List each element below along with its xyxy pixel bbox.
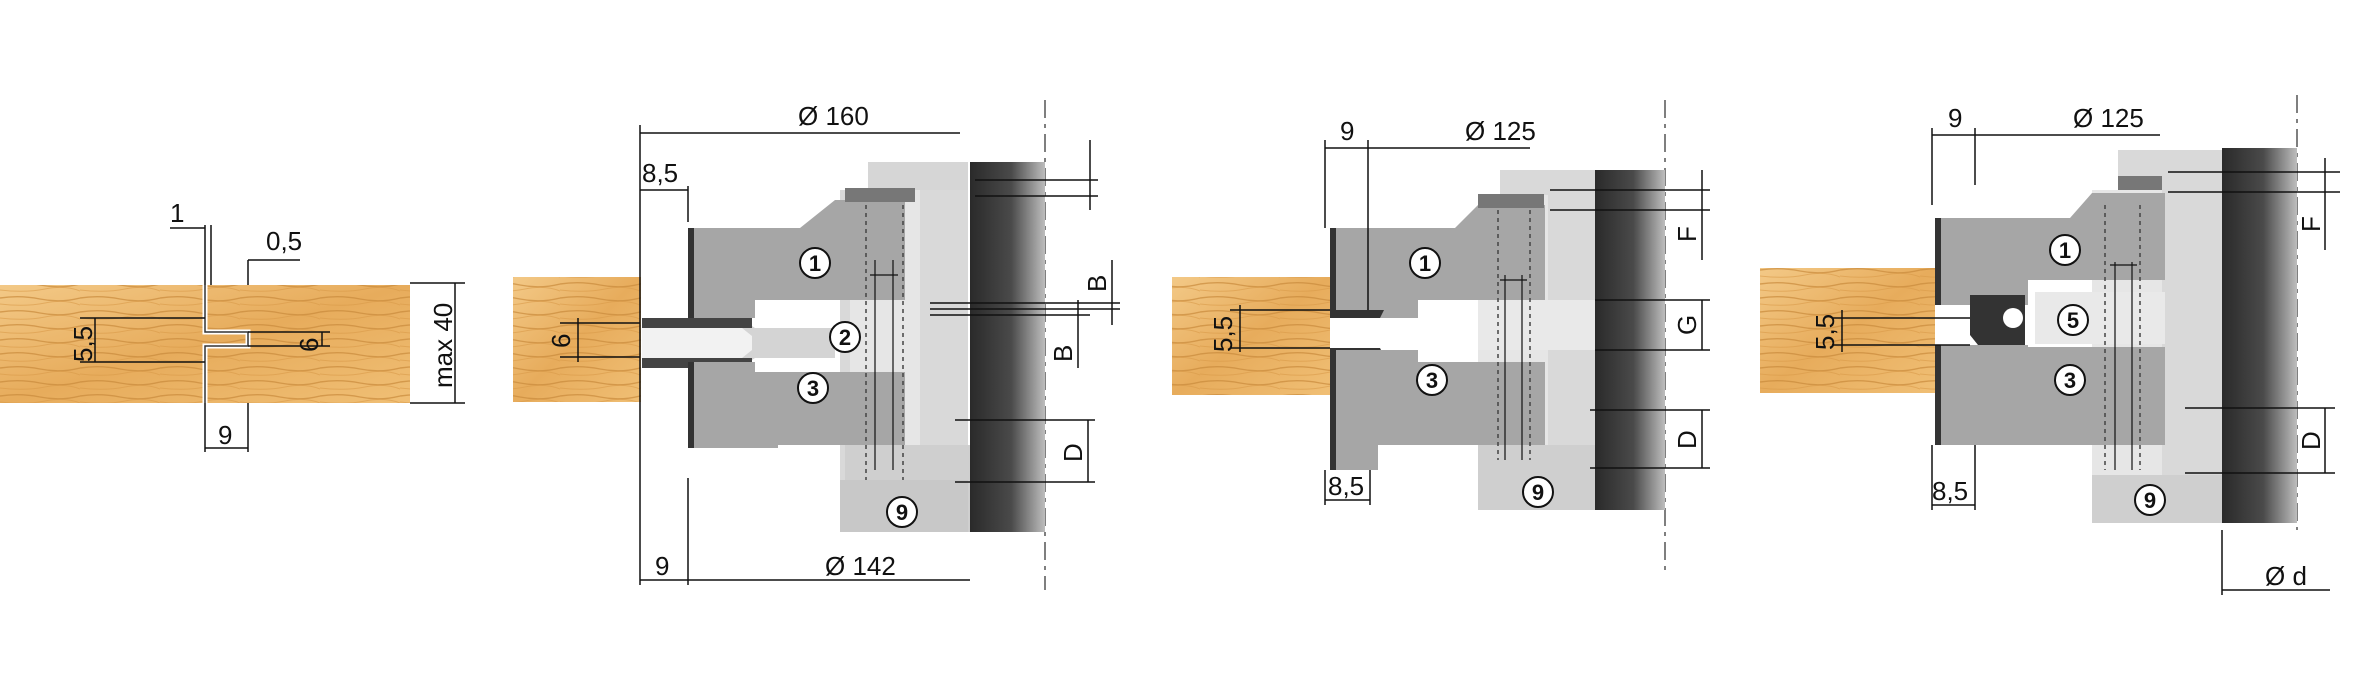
workpiece-grain bbox=[513, 277, 641, 402]
tool-set-diagram-3: 1 3 9 9 Ø 125 5,5 bbox=[1172, 100, 1710, 570]
cutter-2-tip-top bbox=[642, 318, 752, 328]
cutter-3-tip bbox=[1330, 350, 1336, 470]
cutter-1-top-cap bbox=[2118, 176, 2162, 190]
dim-dia125-label: Ø 125 bbox=[1465, 116, 1536, 146]
dim-9-label: 9 bbox=[218, 420, 232, 450]
part-9-number: 9 bbox=[1532, 480, 1544, 505]
part-9-number: 9 bbox=[2144, 488, 2156, 513]
tool-set-diagram-2: 1 2 3 9 bbox=[513, 100, 1120, 590]
bolt-center bbox=[1500, 275, 1527, 460]
dim-0-5-label: 0,5 bbox=[266, 226, 302, 256]
spacer-G bbox=[1478, 300, 1595, 350]
part-1-number: 1 bbox=[1419, 251, 1431, 276]
cutter-1 bbox=[688, 200, 905, 318]
tool-set-diagram-4: 1 5 3 9 9 Ø 125 bbox=[1760, 95, 2340, 595]
tool-4-dimension-lines bbox=[1832, 128, 2340, 595]
bolt-lines bbox=[865, 205, 904, 480]
part-1-number: 1 bbox=[809, 251, 821, 276]
cutter-1-top-cap bbox=[1478, 194, 1544, 208]
part-3-number: 3 bbox=[2064, 368, 2076, 393]
tool-2-dimension-lines bbox=[560, 125, 1120, 585]
dim-dia160-label: Ø 160 bbox=[798, 101, 869, 131]
label-D: D bbox=[1058, 443, 1088, 462]
bolt-center bbox=[870, 260, 898, 470]
cutter-1-top-cap bbox=[845, 188, 915, 202]
cutter-2-blade bbox=[642, 328, 752, 358]
dim-9-label: 9 bbox=[1340, 116, 1354, 146]
spacer-block bbox=[970, 162, 1045, 532]
label-G: G bbox=[1672, 315, 1702, 335]
dim-8-5-label: 8,5 bbox=[1932, 476, 1968, 506]
tool-3-dimension-lines bbox=[1230, 140, 1710, 505]
dim-dia142-label: Ø 142 bbox=[825, 551, 896, 581]
part-number-badges: 1 3 9 bbox=[1409, 247, 1554, 508]
dim-9-label: 9 bbox=[655, 551, 669, 581]
joint-dimension-lines bbox=[80, 225, 465, 452]
part-3-number: 3 bbox=[1426, 368, 1438, 393]
workpiece-grain bbox=[1760, 268, 1935, 393]
groove-cutter-tip-upper bbox=[1330, 310, 1384, 318]
dim-5-5-label: 5,5 bbox=[68, 326, 98, 362]
label-D: D bbox=[1672, 430, 1702, 449]
label-F: F bbox=[1672, 226, 1702, 242]
cutter-1-tip bbox=[1330, 228, 1336, 318]
label-B-upper: B bbox=[1082, 275, 1112, 292]
dim-5-5-label: 5,5 bbox=[1208, 316, 1238, 352]
dim-max40-label: max 40 bbox=[428, 303, 458, 388]
dim-8-5-label: 8,5 bbox=[1328, 471, 1364, 501]
joint-profile-diagram: 1 0,5 5,5 6 9 max 40 bbox=[0, 198, 465, 452]
cutter-5-bearing-holder bbox=[1970, 295, 2025, 345]
spacer-block bbox=[1595, 170, 1665, 510]
cutter-3 bbox=[1330, 350, 1545, 470]
bolt-lines bbox=[1497, 210, 1531, 460]
part-9-number: 9 bbox=[896, 500, 908, 525]
label-B-lower: B bbox=[1048, 345, 1078, 362]
cutter-3-tip bbox=[1935, 345, 1941, 445]
cutter-3-tip bbox=[688, 362, 694, 448]
part-3-number: 3 bbox=[807, 376, 819, 401]
part-2-number: 2 bbox=[839, 325, 851, 350]
dim-6-label: 6 bbox=[546, 334, 576, 348]
bolt-center bbox=[2110, 262, 2137, 470]
spacer-block bbox=[2222, 148, 2297, 523]
bearing-5 bbox=[2003, 308, 2023, 328]
dim-dia125-label: Ø 125 bbox=[2073, 103, 2144, 133]
dim-1-label: 1 bbox=[170, 198, 184, 228]
dim-5-5-label: 5,5 bbox=[1810, 314, 1840, 350]
part-5-number: 5 bbox=[2067, 308, 2079, 333]
dim-dia-d-label: Ø d bbox=[2265, 561, 2307, 591]
dim-9-label: 9 bbox=[1948, 103, 1962, 133]
label-D: D bbox=[2296, 431, 2326, 450]
cutter-3 bbox=[1935, 345, 2165, 445]
dim-8-5-label: 8,5 bbox=[642, 158, 678, 188]
cutter-1-tip bbox=[1935, 218, 1941, 305]
dim-6-label: 6 bbox=[294, 338, 324, 352]
part-number-badges: 1 2 3 9 bbox=[797, 247, 918, 528]
cutter-3 bbox=[688, 362, 905, 448]
workpiece-grain bbox=[1172, 277, 1330, 395]
part-1-number: 1 bbox=[2059, 238, 2071, 263]
label-F: F bbox=[2296, 216, 2326, 232]
spacer-5 bbox=[2035, 292, 2165, 344]
joint-line-outline bbox=[204, 285, 249, 403]
cutter-1-tip bbox=[688, 228, 694, 318]
part-number-badges: 1 5 3 9 bbox=[2049, 234, 2166, 516]
